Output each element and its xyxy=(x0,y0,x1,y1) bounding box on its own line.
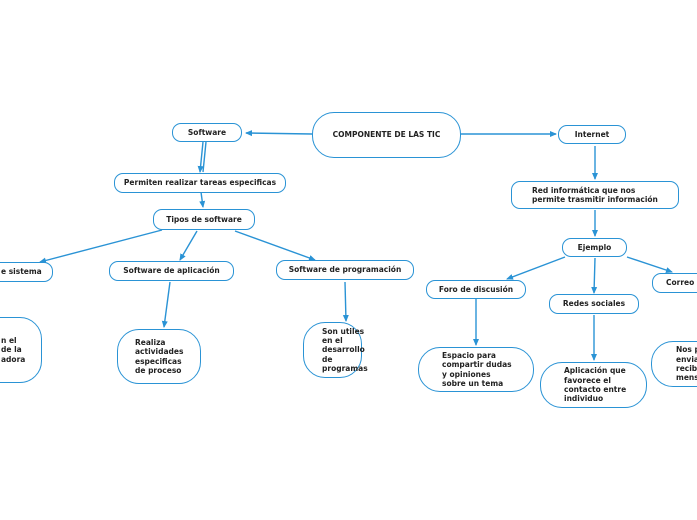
foro-desc-node[interactable]: Espacio para compartir dudas y opiniones… xyxy=(418,347,534,392)
edge-ejemplo-redes xyxy=(591,257,598,294)
permiten-node[interactable]: Permiten realizar tareas especificas xyxy=(114,173,286,193)
aplicacion-desc-line-4: de proceso xyxy=(135,365,182,375)
edge-software-permiten xyxy=(197,141,204,173)
foro-desc-line-1: Espacio para xyxy=(442,350,496,360)
programacion-label: Software de programación xyxy=(288,265,402,275)
sistema-label: e sistema xyxy=(1,267,42,277)
correo-desc-line-3: recibi xyxy=(676,364,697,373)
programacion-desc-node[interactable]: Son utiles en el desarrollo de programas xyxy=(303,322,368,378)
sistema-desc-line-1: n el xyxy=(1,335,17,345)
edge-ejemplo-foro xyxy=(506,256,566,280)
aplicacion-desc-line-1: Realiza xyxy=(135,337,166,347)
correo-label: Correo e xyxy=(666,278,697,288)
foro-desc-line-3: y opiniones xyxy=(442,369,491,379)
sistema-desc-node[interactable]: n el de la adora xyxy=(0,317,42,383)
tipos-label: Tipos de software xyxy=(166,214,242,224)
edge-ejemplo-correo xyxy=(626,256,673,273)
foro-desc-line-4: sobre un tema xyxy=(442,378,504,388)
internet-label: Internet xyxy=(574,129,610,139)
programacion-desc-line-5: programas xyxy=(322,364,368,374)
correo-desc-node[interactable]: Nos p envia recibi mens xyxy=(651,341,697,387)
programacion-desc-line-4: de xyxy=(322,354,333,364)
sistema-desc-line-2: de la xyxy=(1,345,22,355)
aplicacion-label: Software de aplicación xyxy=(123,266,220,276)
edge-tipos-aplicacion xyxy=(179,230,198,261)
software-label: Software xyxy=(187,127,227,137)
redes-desc-line-1: Aplicación que xyxy=(564,366,626,376)
redes-desc-node[interactable]: Aplicación que favorece el contacto entr… xyxy=(540,362,647,408)
foro-node[interactable]: Foro de discusión xyxy=(426,280,526,299)
foro-label: Foro de discusión xyxy=(438,284,514,294)
edge-tipos-programacion xyxy=(234,230,316,261)
correo-desc-line-4: mens xyxy=(676,373,697,383)
red-line-1: Red informática que nos xyxy=(532,185,636,195)
edge-software-permiten-2 xyxy=(202,141,207,173)
programacion-desc-line-3: desarrollo xyxy=(322,345,365,355)
ejemplo-node[interactable]: Ejemplo xyxy=(562,238,627,257)
aplicacion-desc-line-2: actividades xyxy=(135,347,184,357)
programacion-desc-line-1: Son utiles xyxy=(322,326,365,336)
edge-tipos-sistema xyxy=(39,229,163,264)
aplicacion-desc-line-3: especificas xyxy=(135,356,182,366)
red-node[interactable]: Red informática que nos permite trasmiti… xyxy=(511,181,679,209)
redes-desc-line-4: individuo xyxy=(564,394,604,404)
internet-node[interactable]: Internet xyxy=(558,125,626,144)
foro-desc-line-2: compartir dudas xyxy=(442,360,512,370)
red-line-2: permite trasmitir información xyxy=(532,195,658,204)
correo-desc-line-1: Nos p xyxy=(676,345,697,355)
root-label: COMPONENTE DE LAS TIC xyxy=(332,130,441,140)
edge-root-software xyxy=(245,130,313,137)
redes-node[interactable]: Redes sociales xyxy=(549,294,639,314)
permiten-label: Permiten realizar tareas especificas xyxy=(123,178,277,188)
edge-programacion-desc xyxy=(342,281,349,322)
root-node[interactable]: COMPONENTE DE LAS TIC xyxy=(312,112,461,158)
programacion-node[interactable]: Software de programación xyxy=(276,260,414,280)
sistema-desc-line-3: adora xyxy=(1,354,26,364)
redes-label: Redes sociales xyxy=(562,299,626,309)
software-node[interactable]: Software xyxy=(172,123,242,142)
ejemplo-label: Ejemplo xyxy=(577,242,612,252)
programacion-desc-line-2: en el xyxy=(322,335,343,345)
redes-desc-line-2: favorece el xyxy=(564,375,611,385)
correo-node[interactable]: Correo e xyxy=(652,273,697,293)
correo-desc-line-2: envia xyxy=(676,354,697,364)
edge-aplicacion-desc xyxy=(161,281,171,328)
redes-desc-line-3: contacto entre xyxy=(564,385,627,394)
aplicacion-node[interactable]: Software de aplicación xyxy=(109,261,234,281)
aplicacion-desc-node[interactable]: Realiza actividades especificas de proce… xyxy=(117,329,201,384)
edge-permiten-tipos xyxy=(199,191,206,208)
sistema-node[interactable]: e sistema xyxy=(0,262,53,282)
tipos-node[interactable]: Tipos de software xyxy=(153,209,255,230)
